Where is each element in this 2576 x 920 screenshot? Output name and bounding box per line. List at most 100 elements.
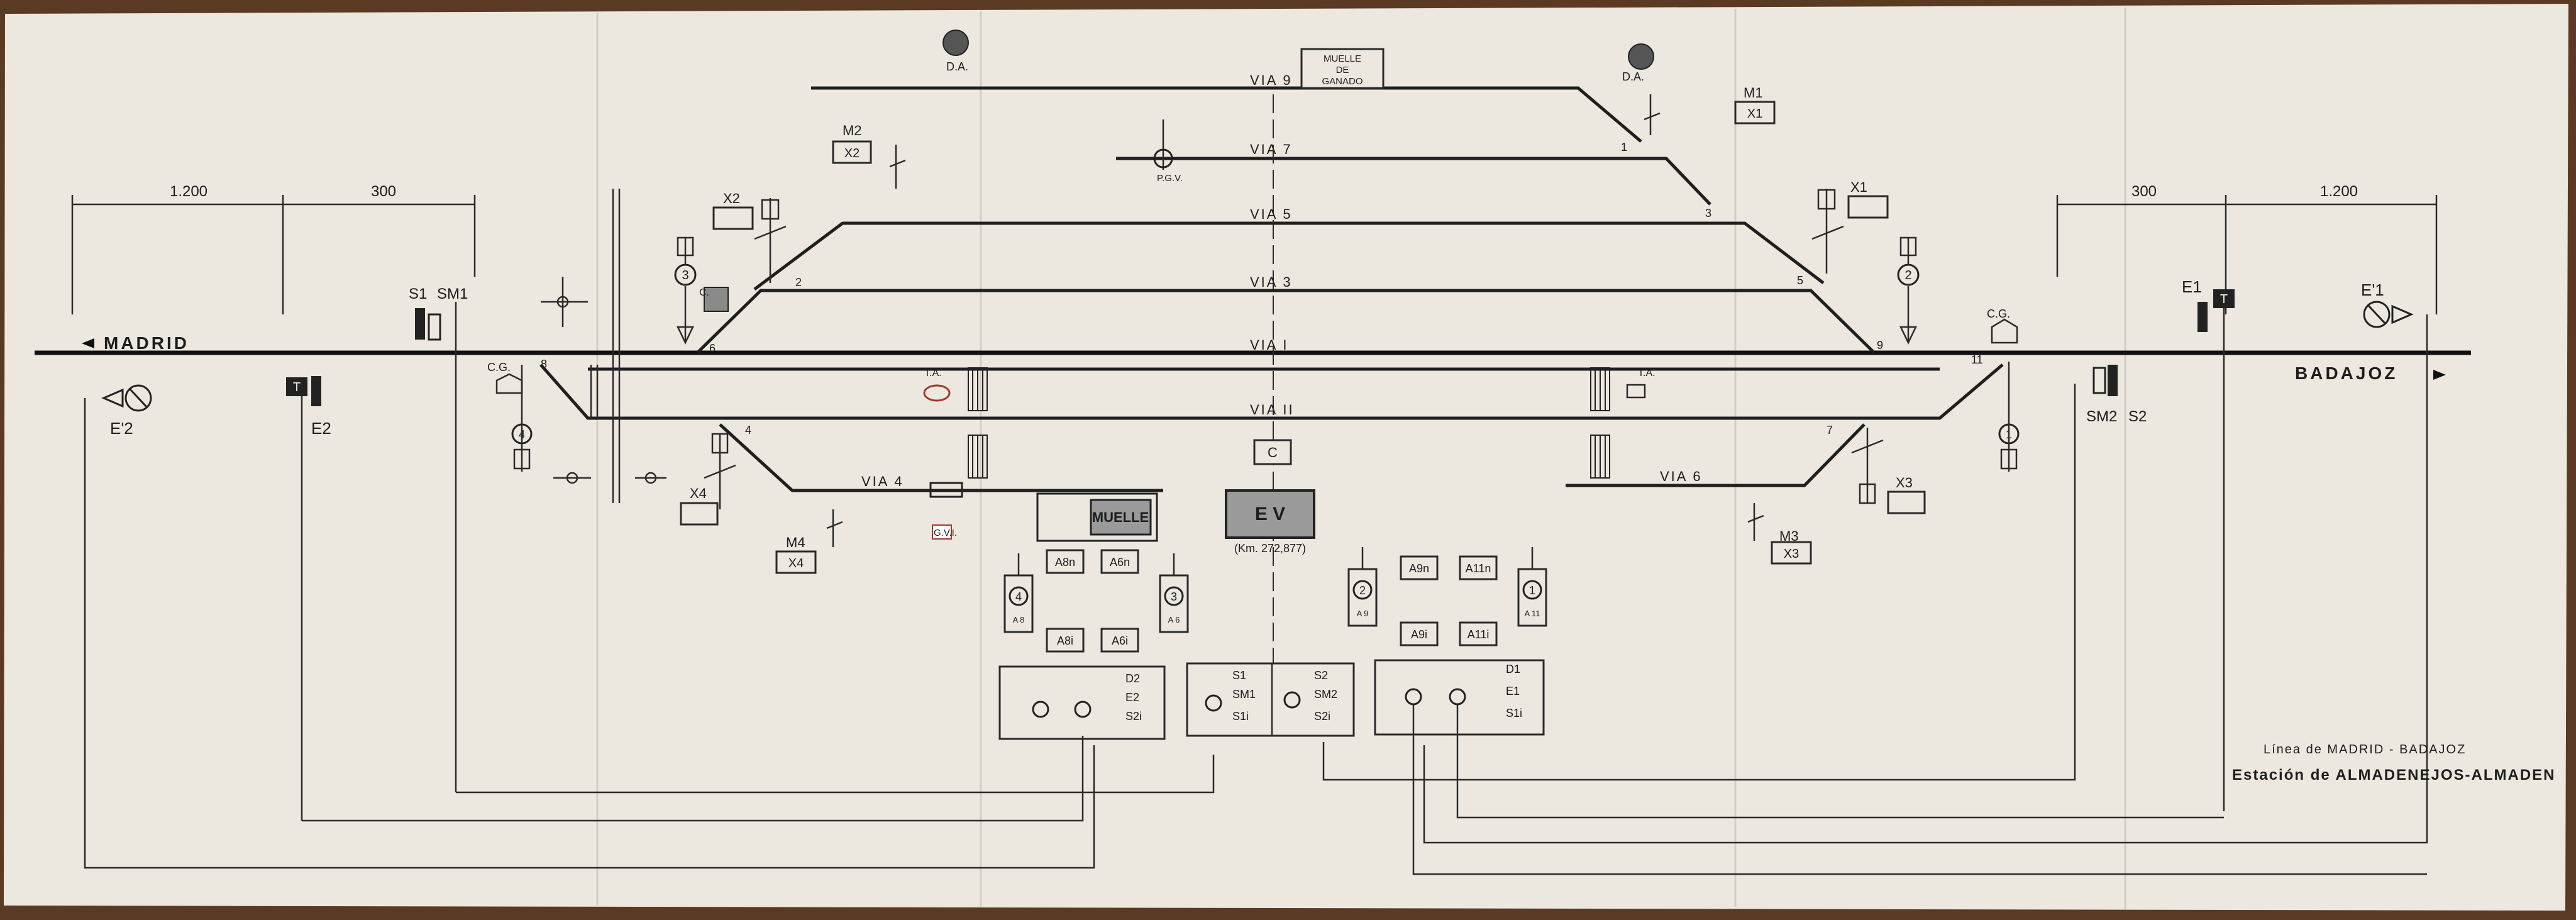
panel-right-s1i: S1i	[1506, 707, 1522, 719]
panel-middle-sm2: SM2	[1314, 688, 1337, 701]
signal-e1-icon	[2197, 302, 2208, 332]
signal-e2-prime-icon	[124, 384, 152, 412]
ta-right-icon	[1626, 384, 1646, 399]
panel-middle-s1: S1	[1232, 669, 1246, 682]
lock-a6i	[1100, 628, 1139, 653]
switch-5: 5	[1797, 274, 1803, 287]
cabin-left	[704, 287, 729, 312]
arrow-right-icon	[2433, 370, 2446, 380]
signal-e2-label: E2	[311, 419, 331, 438]
direction-badajoz: BADAJOZ	[2295, 363, 2397, 383]
signal-x2-icon	[754, 198, 787, 283]
signal-x4-icon	[704, 433, 736, 509]
lock-a11i-label: A11i	[1468, 628, 1490, 641]
switch-4: 4	[745, 424, 751, 436]
c-box-label: C	[1268, 445, 1278, 460]
lever-1	[1517, 547, 1547, 627]
barrier-left-bottom-icon	[553, 472, 666, 484]
signal-s2-label: S2	[2128, 408, 2147, 425]
x1-box	[1847, 195, 1889, 219]
switch-9: 9	[1877, 339, 1883, 352]
panel-middle-knob-1	[1205, 694, 1222, 712]
t-right-icon	[2213, 289, 2235, 308]
signal-e1-prime-arrow	[2391, 304, 2414, 324]
m1-box-label: X1	[1747, 107, 1762, 121]
x3-label: X3	[1896, 475, 1913, 490]
signal-e2-icon	[311, 376, 321, 406]
cg-right-label: C.G.	[1987, 308, 2010, 320]
signal-e1-prime-cross	[2367, 304, 2387, 325]
panel-middle-s2: S2	[1314, 669, 1328, 682]
lever-4-label: A 8	[1013, 615, 1025, 624]
ta-left-label: T.A.	[924, 368, 942, 379]
signal-2-icon	[1897, 263, 1920, 286]
ev-label: E V	[1255, 504, 1285, 524]
wire-s2	[1322, 384, 2076, 781]
panel-left-e2: E2	[1125, 691, 1139, 704]
lever-3	[1159, 553, 1189, 633]
signal-sm1-label: SM1	[437, 285, 468, 302]
lock-a8i	[1046, 628, 1085, 653]
panel-middle	[1186, 662, 1355, 737]
direction-madrid: MADRID	[104, 333, 189, 353]
m4-label: M4	[786, 535, 805, 550]
panel-left-knob-2	[1074, 701, 1092, 718]
m4-box	[775, 550, 817, 574]
signal-s1-label: S1	[409, 285, 427, 302]
lever-4	[1003, 553, 1034, 633]
signal-3-icon	[674, 263, 697, 286]
switch-8: 8	[541, 358, 547, 370]
lock-a9i-label: A9i	[1411, 628, 1427, 641]
lock-a6n-label: A6n	[1110, 556, 1130, 568]
muelle-ganado-line-2: DE	[1336, 65, 1349, 75]
signal-sm2-icon	[2092, 367, 2106, 394]
lock-a11i	[1459, 621, 1498, 646]
signal-2-number: 2	[1904, 269, 1911, 282]
panel-middle-sm1: SM1	[1232, 688, 1256, 701]
signal-e1-prime-icon	[2363, 301, 2391, 328]
panel-left-d2: D2	[1125, 672, 1140, 685]
x2-upper-box	[712, 206, 754, 230]
via-6-label: VIA 6	[1660, 468, 1703, 484]
switch-1: 1	[1621, 141, 1627, 153]
panel-left-s2i: S2i	[1125, 710, 1142, 723]
m2-signal-icon	[889, 145, 906, 189]
platforms	[968, 367, 1610, 479]
lock-a6i-label: A6i	[1112, 635, 1128, 647]
signal-e1-prime-label: E'1	[2361, 280, 2384, 299]
dim-right-inner: 300	[2131, 183, 2157, 200]
signal-4-post	[513, 365, 531, 472]
muelle-ganado-line-3: GANADO	[1322, 76, 1363, 87]
via-7-label: VIA 7	[1250, 141, 1293, 157]
da-right-icon	[1628, 43, 1654, 70]
panel-wires	[302, 704, 2427, 875]
signal-2-post	[1899, 236, 1917, 345]
panel-left-knob-1	[1032, 701, 1049, 718]
x3-box	[1887, 490, 1926, 514]
panel-right-e1: E1	[1506, 685, 1520, 697]
signal-x3-icon	[1851, 428, 1884, 504]
t-left-icon	[286, 377, 307, 396]
cabin-left-label: C.	[699, 287, 709, 298]
gvi-label: G.V.I.	[934, 528, 957, 538]
via-5-label: VIA 5	[1250, 206, 1293, 222]
m2-box	[832, 140, 872, 164]
panel-middle-knob-2	[1283, 691, 1301, 709]
signal-sm2-label: SM2	[2086, 408, 2117, 425]
lever-2-number: 2	[1359, 584, 1366, 597]
arrow-left-icon	[82, 338, 94, 348]
wire-e2-prime	[84, 398, 1095, 869]
pgv-icon	[1153, 148, 1173, 169]
signal-e1-label: E1	[2182, 277, 2202, 296]
switch-7: 7	[1827, 424, 1833, 436]
gvi-icon	[929, 482, 963, 498]
cg-right-icon	[1991, 318, 2018, 344]
m2-box-label: X2	[844, 147, 860, 160]
lock-a8n-label: A8n	[1055, 556, 1075, 568]
panel-middle-s2i: S2i	[1314, 710, 1330, 723]
signal-sm1-icon	[428, 313, 441, 341]
lock-a9n-label: A9n	[1409, 562, 1429, 575]
pgv-label: P.G.V.	[1157, 173, 1183, 184]
